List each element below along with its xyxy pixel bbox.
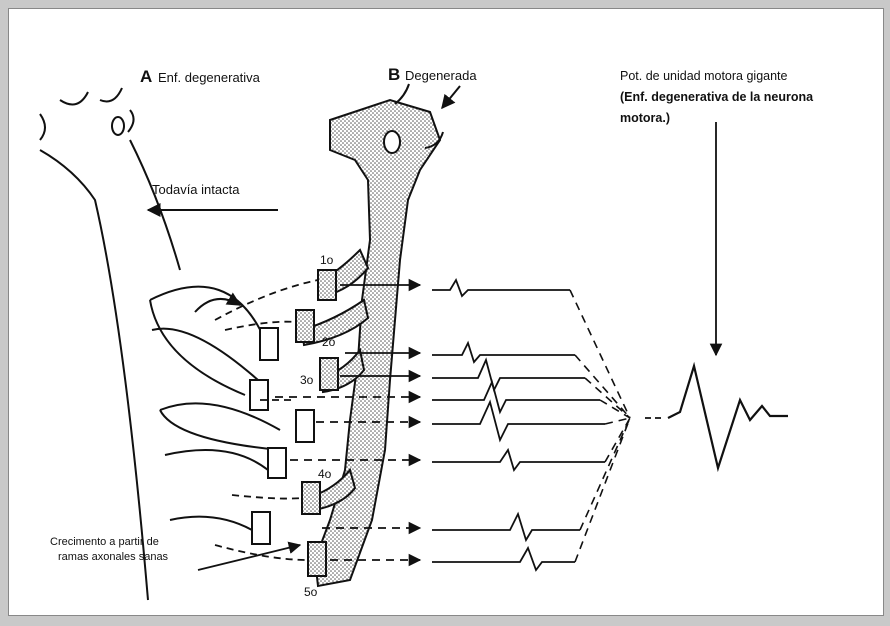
label-sprouting-line1: Crecimento a partir de bbox=[50, 536, 159, 548]
converging-lines bbox=[570, 290, 630, 562]
small-potentials bbox=[432, 280, 605, 570]
neuron-a bbox=[40, 88, 180, 600]
label-giant-line3: motora.) bbox=[620, 111, 670, 125]
label-a-text: Enf. degenerativa bbox=[158, 70, 261, 85]
label-sprouting-line2: ramas axonales sanas bbox=[58, 551, 169, 563]
label-b-text: Degenerada bbox=[405, 68, 477, 83]
label-terminal-5: 5o bbox=[304, 585, 318, 599]
label-terminal-4: 4o bbox=[318, 467, 332, 481]
label-giant-line2: (Enf. degenerativa de la neurona bbox=[620, 90, 814, 104]
label-a-letter: A bbox=[140, 67, 152, 86]
label-giant-line1: Pot. de unidad motora gigante bbox=[620, 69, 788, 83]
degenerada-arrow bbox=[442, 86, 460, 108]
terminals bbox=[250, 270, 338, 576]
label-intact: Todavía intacta bbox=[152, 182, 240, 197]
label-b-letter: B bbox=[388, 65, 400, 84]
label-terminal-2: 2o bbox=[322, 335, 336, 349]
giant-potential-trace bbox=[668, 366, 788, 468]
label-terminal-3: 3o bbox=[300, 373, 314, 387]
sprout-curved-arrow bbox=[195, 299, 240, 312]
sprouting-arrow bbox=[198, 545, 300, 570]
label-terminal-1: 1o bbox=[320, 253, 334, 267]
